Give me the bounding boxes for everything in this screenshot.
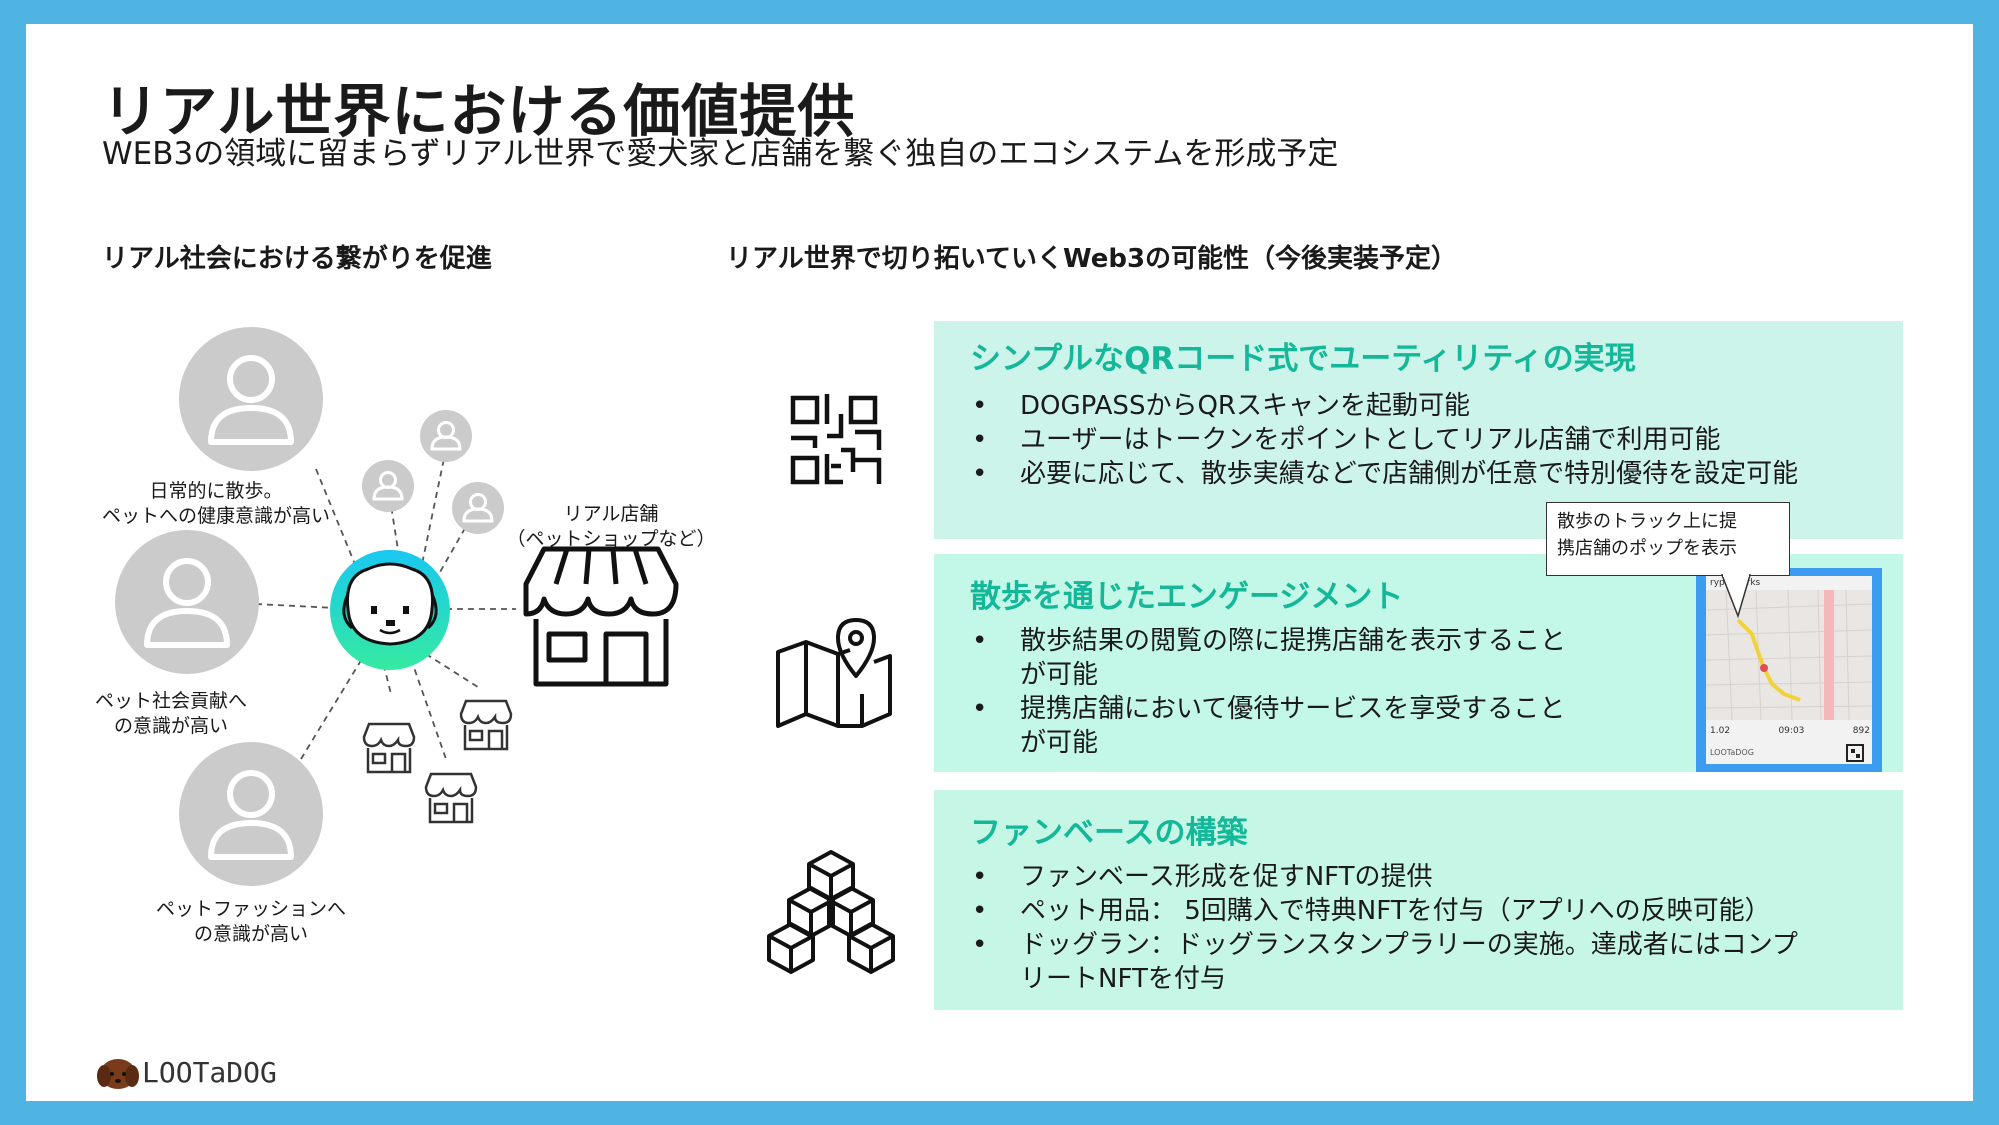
list-item: 提携店舗において優待サービスを享受すること が可能	[970, 692, 1610, 760]
card-title: 散歩を通じたエンゲージメント	[970, 579, 1404, 615]
callout-bubble: 散歩のトラック上に提 携店舗のポップを表示	[1546, 502, 1790, 576]
storefront-icon	[523, 546, 679, 687]
map-footer-logo: LOOTaDOG	[1710, 748, 1754, 757]
small-person-icon	[452, 482, 504, 534]
card-title: シンプルなQRコード式でユーティリティの実現	[970, 341, 1636, 377]
callout-tail	[1720, 574, 1752, 619]
persona-label-social: ペット社会貢献へ の意識が高い	[94, 690, 247, 737]
list-item: ドッグラン：ドッグランスタンプラリーの実施。達成者にはコンプ リートNFTを付与	[970, 928, 1798, 996]
left-section-heading: リアル社会における繋がりを促進	[102, 244, 492, 274]
card-bullet-list: DOGPASSからQRスキャンを起動可能 ユーザーはトークンをポイントとしてリア…	[970, 389, 1798, 491]
right-section-heading: リアル世界で切り拓いていくWeb3の可能性（今後実装予定）	[726, 244, 1458, 274]
store-label: リアル店舗 （ペットショップなど）	[506, 503, 716, 550]
card-bullet-list: ファンベース形成を促すNFTの提供 ペット用品： 5回購入で特典NFTを付与（ア…	[970, 860, 1798, 996]
card-title: ファンベースの構築	[970, 815, 1248, 851]
map-view	[1706, 590, 1872, 720]
persona-label-fashion: ペットファッションへ の意識が高い	[155, 898, 346, 945]
list-item: ファンベース形成を促すNFTの提供	[970, 860, 1798, 894]
small-person-icon	[420, 410, 472, 462]
small-store-icon	[424, 772, 478, 824]
page-title: リアル世界における価値提供	[102, 79, 856, 145]
blocks-icon	[767, 850, 895, 974]
dog-face-icon	[330, 550, 450, 670]
list-item: 散歩結果の閲覧の際に提携店舗を表示すること が可能	[970, 624, 1610, 692]
network-diagram	[115, 327, 679, 886]
card-fanbase: ファンベースの構築 ファンベース形成を促すNFTの提供 ペット用品： 5回購入で…	[934, 790, 1903, 1010]
map-stats: 1.02 09:03 892	[1710, 726, 1870, 736]
small-store-icon	[362, 722, 416, 774]
phone-preview: ryptoworks 1.02 09:03 892 LOOTaDOG	[1696, 568, 1882, 772]
map-screenshot: ryptoworks 1.02 09:03 892 LOOTaDOG	[1706, 576, 1872, 764]
small-store-icon	[459, 699, 513, 751]
page-subtitle: WEB3の領域に留まらずリアル世界で愛犬家と店舗を繋ぐ独自のエコシステムを形成予…	[102, 136, 1339, 172]
person-icon	[179, 742, 323, 886]
qr-mini-icon	[1846, 744, 1864, 762]
person-icon	[115, 530, 259, 674]
persona-label-walk: 日常的に散歩。 ペットへの健康意識が高い	[101, 480, 330, 527]
card-qr-utility: シンプルなQRコード式でユーティリティの実現 DOGPASSからQRスキャンを起…	[934, 321, 1903, 539]
person-icon	[179, 327, 323, 471]
card-bullet-list: 散歩結果の閲覧の際に提携店舗を表示すること が可能 提携店舗において優待サービス…	[970, 624, 1610, 760]
dog-logo-icon	[97, 1059, 139, 1089]
list-item: ペット用品： 5回購入で特典NFTを付与（アプリへの反映可能）	[970, 894, 1798, 928]
list-item: 必要に応じて、散歩実績などで店舗側が任意で特別優待を設定可能	[970, 457, 1798, 491]
list-item: ユーザーはトークンをポイントとしてリアル店舗で利用可能	[970, 423, 1798, 457]
map-pin-icon	[776, 618, 892, 728]
qr-code-icon	[790, 394, 882, 485]
list-item: DOGPASSからQRスキャンを起動可能	[970, 389, 1798, 423]
footer-logo-text: LOOTaDOG	[142, 1056, 277, 1089]
slide: リアル世界における価値提供 WEB3の領域に留まらずリアル世界で愛犬家と店舗を繋…	[26, 24, 1973, 1101]
small-person-icon	[362, 460, 414, 512]
